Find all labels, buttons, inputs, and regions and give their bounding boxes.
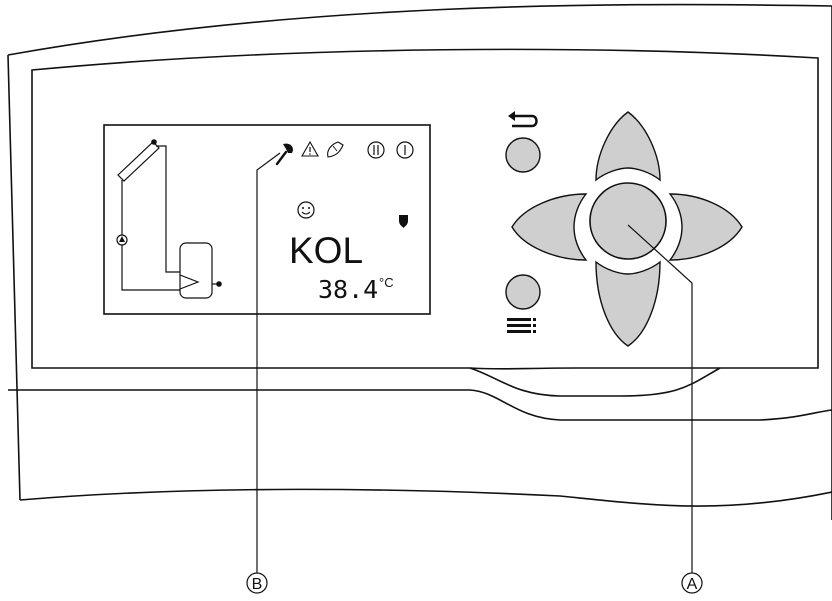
callout-a-label: A xyxy=(687,576,698,593)
storage-tank xyxy=(179,242,213,299)
menu-lines-icon xyxy=(507,318,536,333)
lower-band-top xyxy=(8,389,832,421)
lower-band-bottom xyxy=(19,488,832,507)
lcd-temperature-unit: °C xyxy=(379,275,394,290)
lcd-temperature: 38.4 xyxy=(318,275,378,304)
back-arrow-icon xyxy=(508,111,538,128)
solar-schematic xyxy=(116,139,222,299)
shield-icon xyxy=(399,215,408,228)
dpad-down-button[interactable] xyxy=(595,260,661,347)
warning-icon xyxy=(301,140,319,157)
callout-b-label: B xyxy=(252,576,263,593)
panel-curve xyxy=(469,367,721,397)
dpad-left-button[interactable] xyxy=(511,193,588,261)
housing-outline xyxy=(7,3,832,520)
control-panel xyxy=(31,48,819,370)
dpad-right-button[interactable] xyxy=(668,193,743,261)
callout-a-circle xyxy=(681,572,703,594)
dpad-center-button[interactable] xyxy=(589,182,667,260)
pause-icon xyxy=(367,141,385,159)
menu-button[interactable] xyxy=(505,274,541,310)
solar-collector xyxy=(117,141,160,182)
lcd-display xyxy=(103,124,431,315)
dpad-up-button[interactable] xyxy=(595,111,661,182)
power-icon xyxy=(396,141,414,159)
callout-a-leader xyxy=(627,224,693,573)
back-button[interactable] xyxy=(505,137,541,173)
manual-hand-icon xyxy=(327,141,344,158)
wrench-icon xyxy=(275,143,293,166)
callout-b-leader xyxy=(256,152,281,573)
smiley-icon xyxy=(297,201,315,219)
callout-b-circle xyxy=(246,572,268,594)
lcd-mode-label: KOL xyxy=(289,230,363,271)
